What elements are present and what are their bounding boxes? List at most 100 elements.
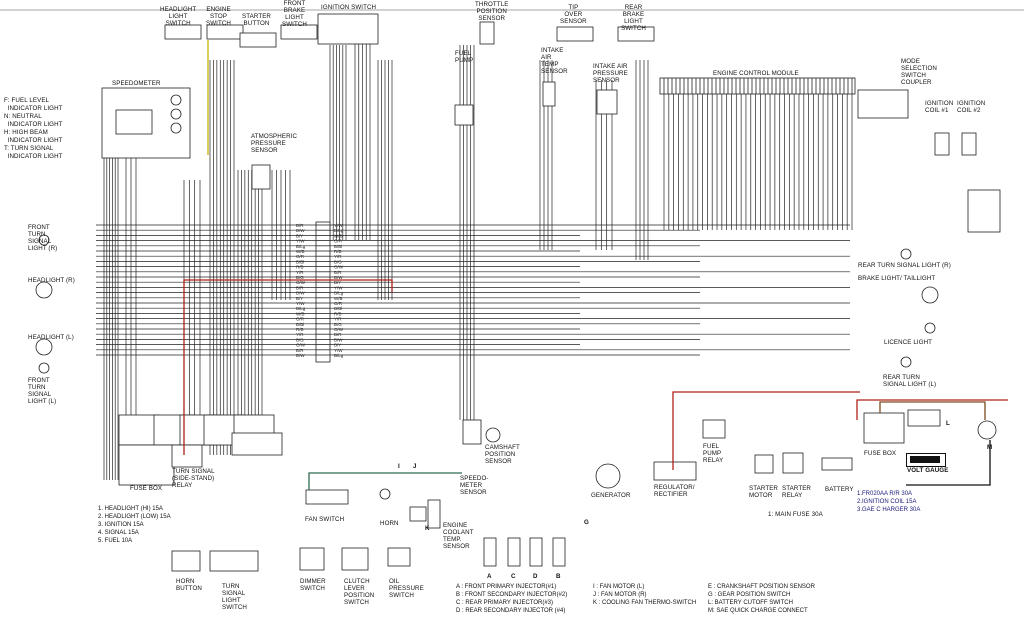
fuel-pump-label: FUEL PUMP [455, 50, 474, 64]
front-turn-r-label: FRONT TURN SIGNAL LIGHT (R) [28, 224, 58, 252]
wire-code: B/W [296, 291, 305, 296]
fan-legend-row: I : FAN MOTOR (L) [593, 584, 645, 590]
injector-legend-row: C : REAR PRIMARY INJECTOR(#3) [456, 600, 554, 606]
fan-motor-j-label: J [413, 463, 417, 470]
mode-selection-coupler-label: MODE SELECTION SWITCH COUPLER [901, 58, 937, 86]
added-red-wire [672, 391, 860, 470]
speedometer-label: SPEEDOMETER [112, 80, 161, 87]
wire-code: B/Lg [296, 244, 306, 249]
injector-d-label: D [533, 573, 538, 580]
indicator-lamp [170, 94, 182, 106]
intake-air-temp-sensor [542, 81, 556, 107]
rear-turn-r-light [900, 248, 912, 260]
injector-b-label: B [556, 573, 561, 580]
intake-air-temp-sensor-label: INTAKE AIR TEMP SENSOR [541, 47, 568, 75]
rear-brake-light-switch [617, 26, 655, 42]
sensor-legend-row: G : GEAR POSITION SWITCH [708, 592, 791, 598]
headlight-r [35, 281, 53, 299]
injector-legend-row: D : REAR SECONDARY INJECTOR (#4) [456, 608, 566, 614]
wire-code: W/B [334, 233, 343, 238]
ignition-coil-1 [934, 132, 950, 156]
tip-over-sensor-label: TIP OVER SENSOR [560, 4, 587, 25]
engine-stop-switch [206, 24, 244, 40]
wire-code: Y/W [334, 285, 343, 290]
speedometer-sensor [462, 419, 482, 445]
headlight-l-label: HEADLIGHT (L) [28, 334, 74, 341]
wire-code: R/B [296, 265, 304, 270]
harness-connector [231, 432, 283, 456]
wire-code: Y/R [334, 254, 342, 259]
turn-signal-relay-label: TURN SIGNAL (SIDE-STAND) RELAY [172, 468, 215, 489]
fan-legend-row: J : FAN MOTOR (R) [593, 592, 647, 598]
engine-control-module-label: ENGINE CONTROL MODULE [713, 70, 799, 77]
wire-code: B/G [334, 322, 342, 327]
wire-code: Y/R [334, 317, 342, 322]
sensor-legend-row: E : CRANKSHAFT POSITION SENSOR [708, 584, 815, 590]
front-brake-switch [280, 24, 318, 40]
ect-sensor-label: ENGINE COOLANT TEMP. SENSOR [443, 522, 474, 550]
thermo-switch-k-label: K [425, 525, 430, 532]
injector-legend: A : FRONT PRIMARY INJECTOR(#1) B : FRONT… [456, 583, 567, 615]
atmospheric-pressure-sensor [251, 164, 271, 190]
wire-code: B/Y [296, 233, 303, 238]
wire-code: B/Lg [334, 291, 344, 296]
wire-code: B/Lg [296, 306, 306, 311]
ect-sensor [427, 499, 441, 529]
intake-air-pressure-sensor [596, 89, 618, 115]
added-brown-wire [879, 401, 986, 420]
fuel-injector [507, 537, 521, 567]
wire-code: B/Lg [334, 353, 344, 358]
wire-code: B/Y [334, 280, 341, 285]
injector-legend-row: B : FRONT SECONDARY INJECTOR(#2) [456, 592, 568, 598]
licence-light [924, 322, 936, 334]
fuse-box-left [118, 444, 175, 486]
brake-tail-label: BRAKE LIGHT/ TAILLIGHT [858, 275, 936, 282]
camshaft-sensor [485, 427, 501, 443]
headlight-l [35, 338, 53, 356]
fuel-injector [483, 537, 497, 567]
ignition-switch [317, 13, 379, 45]
wire-code: O/W [296, 280, 306, 285]
injector-a-label: A [487, 573, 492, 580]
regulator-rectifier [653, 461, 697, 481]
horn-label: HORN [380, 520, 399, 527]
ecm-right-connector [857, 89, 909, 119]
wire-code: O/R [296, 254, 305, 259]
connector-m-label: M [987, 444, 993, 451]
wire-code: R/B [334, 311, 342, 316]
injector-c-label: C [511, 573, 516, 580]
clutch-switch [341, 547, 369, 571]
wire-code: B/R [334, 332, 342, 337]
fuse-legend-right-row: 3.GAE C HARGER 30A [857, 507, 921, 513]
starter-motor [754, 454, 774, 474]
added-green-wire [308, 472, 462, 490]
front-turn-r-light [38, 234, 50, 246]
added-red-wire [183, 279, 393, 455]
fuse-legend-row: 3. IGNITION 15A [98, 522, 144, 528]
starter-button-switch [239, 32, 277, 48]
wire-code: W/B [296, 249, 305, 254]
wire-code: B/W [334, 275, 343, 280]
engine-stop-switch-label: ENGINE STOP SWITCH [206, 6, 232, 27]
wire-code: B/G [296, 275, 304, 280]
throttle-sensor [479, 21, 495, 45]
sae-connector [977, 420, 997, 440]
fuse-legend-right-row: 1.FR020AA R/R 30A [857, 491, 913, 497]
added-black-wire [906, 440, 991, 486]
tip-over-switch [556, 26, 594, 42]
oil-pressure-switch-label: OIL PRESSURE SWITCH [389, 578, 424, 599]
fuel-pump-body [454, 104, 474, 126]
speedometer-sensor-label: SPEEDO- METER SENSOR [460, 475, 489, 496]
sensor-legend-row: L: BATTERY CUTOFF SWITCH [708, 600, 793, 606]
dimmer-switch-label: DIMMER SWITCH [300, 578, 326, 592]
rear-brake-switch-label: REAR BRAKE LIGHT SWITCH [621, 4, 647, 32]
mode-selection-coupler [967, 189, 1001, 233]
sensor-legend-row: M: SAE QUICK CHARGE CONNECT [708, 608, 808, 614]
front-turn-l-label: FRONT TURN SIGNAL LIGHT (L) [28, 377, 57, 405]
wire-code: B/W [334, 337, 343, 342]
fuse-legend-row: 1. HEADLIGHT (HI) 15A [98, 506, 163, 512]
throttle-position-sensor-label: THROTTLE POSITION SENSOR [475, 1, 509, 22]
wire-code: B/Bl [334, 306, 342, 311]
fuel-injector [529, 537, 543, 567]
